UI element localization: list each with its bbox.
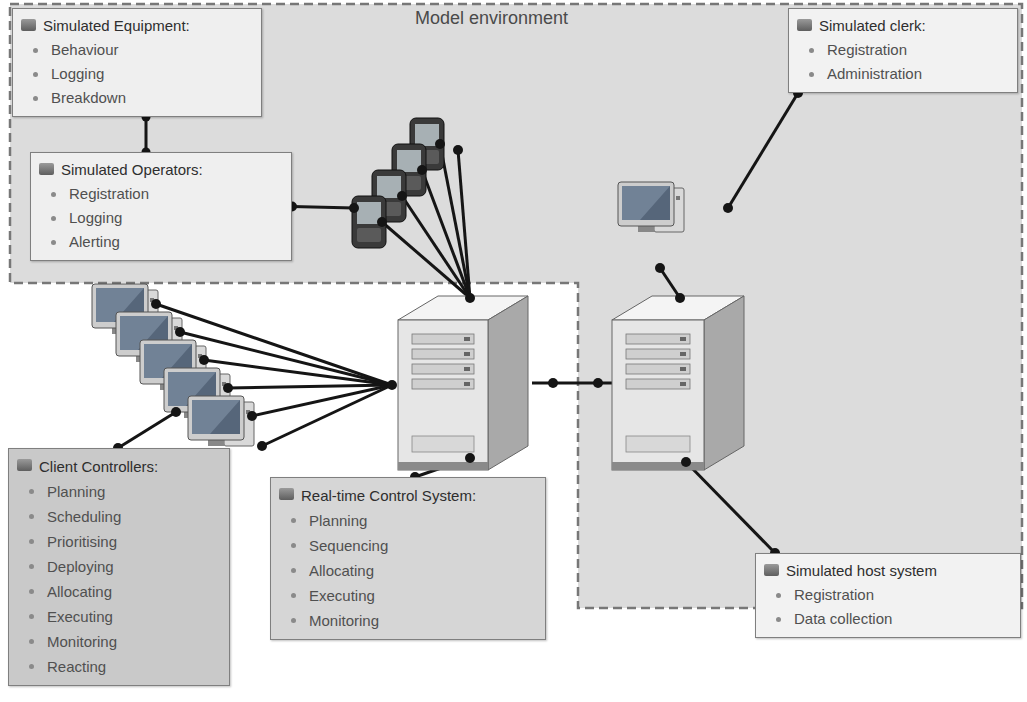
leader-line xyxy=(458,150,470,298)
leader-dot xyxy=(397,191,407,201)
bullet-item: Data collection xyxy=(764,607,1010,631)
box-heading: Client Controllers: xyxy=(17,454,219,479)
handheld-icon xyxy=(352,196,386,248)
leader-line xyxy=(728,93,798,208)
leader-dot xyxy=(723,203,733,213)
leader-line xyxy=(118,412,176,448)
box-heading: Simulated Operators: xyxy=(39,158,281,182)
leader-line xyxy=(660,268,680,298)
bullet-item: Planning xyxy=(279,508,535,533)
bullet-item: Allocating xyxy=(279,558,535,583)
leader-dot xyxy=(465,453,475,463)
leader-line xyxy=(228,385,392,388)
leader-dot xyxy=(435,139,445,149)
leader-line xyxy=(292,207,354,209)
bullet-item: Breakdown xyxy=(21,86,251,110)
bullet-item: Allocating xyxy=(17,579,219,604)
connector-dot xyxy=(142,113,151,122)
leader-dot xyxy=(548,378,558,388)
pc-icon xyxy=(188,396,254,446)
leader-dot xyxy=(593,378,603,388)
bullet-item: Registration xyxy=(797,38,1007,62)
leader-line xyxy=(382,222,470,298)
leader-dot xyxy=(770,548,780,558)
leader-line xyxy=(686,462,775,553)
connector-dot xyxy=(142,148,151,157)
server-icon xyxy=(398,296,528,470)
leader-dot xyxy=(171,407,181,417)
bullet-item: Alerting xyxy=(39,230,281,254)
bullet-item: Deploying xyxy=(17,554,219,579)
devices xyxy=(92,118,744,470)
bullet-item: Registration xyxy=(764,583,1010,607)
leader-dot xyxy=(287,202,297,212)
pc-icon xyxy=(618,182,684,232)
box-heading: Simulated clerk: xyxy=(797,14,1007,38)
bullet-item: Scheduling xyxy=(17,504,219,529)
leader-dot xyxy=(175,327,185,337)
bullet-item: Sequencing xyxy=(279,533,535,558)
text-box: Simulated host systemRegistrationData co… xyxy=(755,553,1021,638)
region-title: Model environment xyxy=(415,8,568,29)
connector-line xyxy=(145,117,148,152)
leader-line xyxy=(252,385,392,416)
text-box: Client Controllers:PlanningSchedulingPri… xyxy=(8,448,230,686)
bullet-item: Executing xyxy=(279,583,535,608)
bullet-item: Planning xyxy=(17,479,219,504)
leader-dot xyxy=(377,217,387,227)
leader-dot xyxy=(675,293,685,303)
leader-dot xyxy=(223,383,233,393)
leader-dot xyxy=(655,263,665,273)
text-box: Simulated clerk:RegistrationAdministrati… xyxy=(788,8,1018,93)
box-heading: Simulated host system xyxy=(764,559,1010,583)
leader-dot xyxy=(410,472,420,482)
bullet-item: Behaviour xyxy=(21,38,251,62)
bullet-item: Prioritising xyxy=(17,529,219,554)
box-heading: Real-time Control System: xyxy=(279,483,535,508)
bullet-item: Logging xyxy=(39,206,281,230)
bullet-item: Reacting xyxy=(17,654,219,679)
bullet-item: Executing xyxy=(17,604,219,629)
leader-dot xyxy=(681,457,691,467)
server-icon xyxy=(612,296,744,470)
leader-lines xyxy=(118,93,798,553)
leader-dot xyxy=(387,380,397,390)
leader-dot xyxy=(151,299,161,309)
bullet-item: Monitoring xyxy=(279,608,535,633)
bullet-item: Monitoring xyxy=(17,629,219,654)
leader-dots xyxy=(113,88,803,558)
leader-dot xyxy=(453,145,463,155)
bullet-item: Administration xyxy=(797,62,1007,86)
leader-line xyxy=(204,360,392,385)
leader-dot xyxy=(199,355,209,365)
leader-dot xyxy=(465,293,475,303)
bullet-item: Registration xyxy=(39,182,281,206)
leader-dot xyxy=(257,441,267,451)
leader-line xyxy=(262,385,392,446)
leader-dot xyxy=(349,203,359,213)
text-box: Simulated Equipment:BehaviourLoggingBrea… xyxy=(12,8,262,117)
leader-dot xyxy=(793,88,803,98)
box-heading: Simulated Equipment: xyxy=(21,14,251,38)
text-box: Simulated Operators:RegistrationLoggingA… xyxy=(30,152,292,261)
text-box: Real-time Control System:PlanningSequenc… xyxy=(270,477,546,640)
bullet-item: Logging xyxy=(21,62,251,86)
leader-dot xyxy=(113,443,123,453)
leader-dot xyxy=(247,411,257,421)
leader-dot xyxy=(417,165,427,175)
